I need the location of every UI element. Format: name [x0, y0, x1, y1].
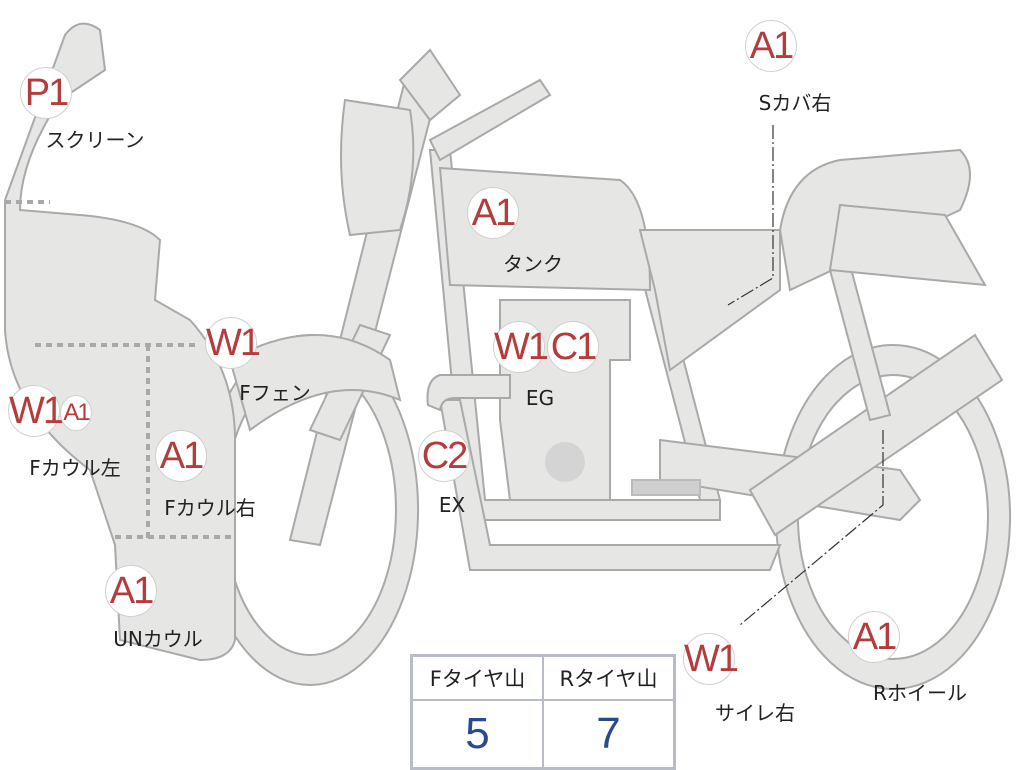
- code-engine-1: W1: [493, 321, 549, 373]
- tire-tread-table: Fタイヤ山 Rタイヤ山 5 7: [410, 654, 676, 770]
- code-screen: P1: [20, 67, 72, 119]
- label-front-fender: Fフェン: [239, 381, 311, 405]
- label-screen: スクリーン: [45, 128, 145, 152]
- code-under-cowl: A1: [105, 565, 157, 617]
- silencer: [748, 333, 1004, 537]
- code-exhaust: C2: [418, 430, 470, 482]
- rear-wheel: [775, 344, 1012, 690]
- label-exhaust: EX: [438, 493, 466, 517]
- code-front-fender: W1: [205, 317, 261, 369]
- code-engine-2: C1: [547, 321, 599, 373]
- label-silencer-right: サイレ右: [715, 701, 795, 725]
- code-silencer-right: W1: [683, 633, 739, 685]
- label-under-cowl: UNカウル: [113, 627, 203, 651]
- label-front-cowl-right: Fカウル右: [164, 496, 256, 520]
- code-seat-cover-right: A1: [745, 20, 797, 72]
- label-tank: タンク: [503, 252, 563, 276]
- label-seat-cover-right: Sカバ右: [758, 91, 832, 115]
- side-cover: [638, 229, 781, 372]
- rear-tire-header: Rタイヤ山: [542, 654, 676, 701]
- front-fender: [228, 334, 402, 432]
- code-front-cowl-left-2: A1: [60, 395, 92, 431]
- front-tire-value: 5: [410, 699, 544, 770]
- rear-tire-value: 7: [542, 699, 676, 770]
- front-tire-header: Fタイヤ山: [410, 654, 544, 701]
- exhaust-pipe: [426, 374, 511, 412]
- code-tank: A1: [467, 187, 519, 239]
- front-cowl: [4, 22, 236, 662]
- label-front-cowl-left: Fカウル左: [29, 456, 121, 480]
- code-rear-wheel: A1: [848, 611, 900, 663]
- code-front-cowl-left-1: W1: [8, 385, 64, 437]
- label-rear-wheel: Rホイール: [873, 681, 967, 705]
- label-engine: EG: [525, 386, 555, 410]
- headlight: [340, 98, 415, 237]
- code-front-cowl-right: A1: [155, 430, 207, 482]
